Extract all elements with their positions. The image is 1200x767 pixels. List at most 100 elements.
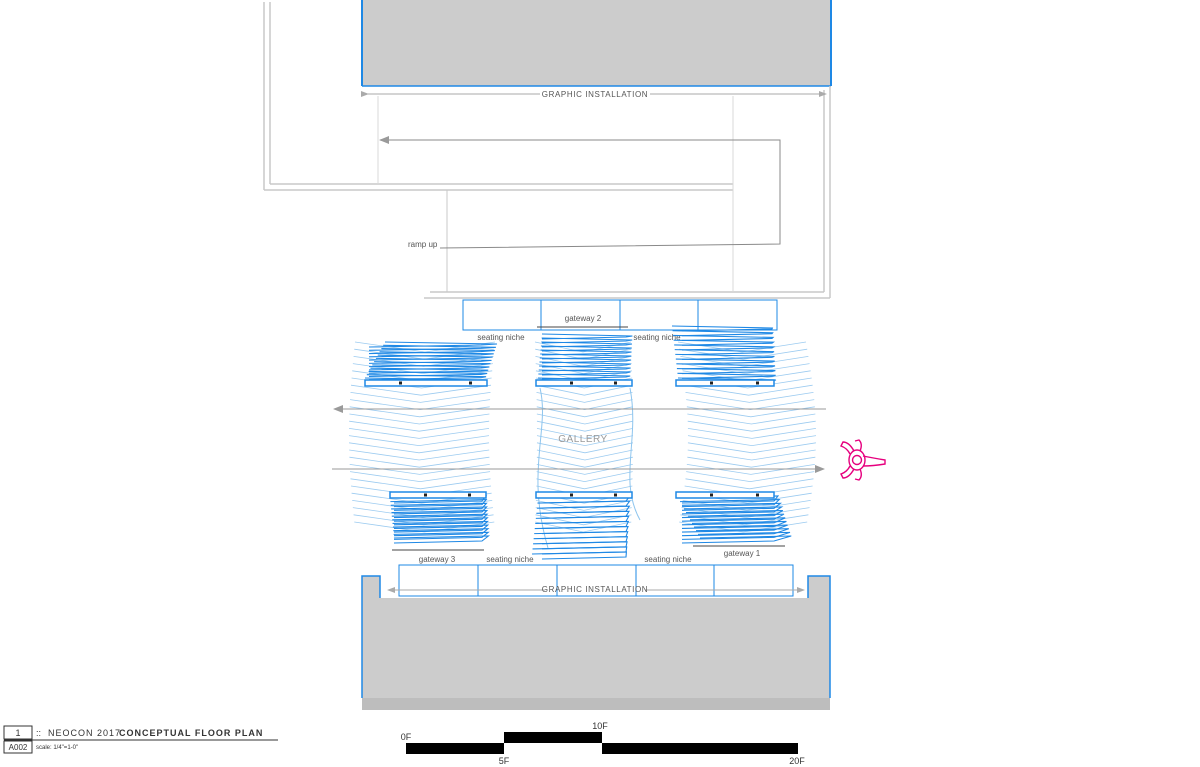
sculpture-bottom-right <box>677 495 792 544</box>
bench-marker <box>614 381 617 385</box>
sculpture-slab <box>392 520 489 530</box>
chevron-line <box>536 392 633 403</box>
drawing-number: 1 <box>15 728 20 738</box>
sculpture-slab <box>677 372 776 379</box>
sculpture-slab <box>390 502 488 511</box>
chevron-line <box>536 413 633 425</box>
title-separator: :: <box>36 728 41 738</box>
bench <box>535 491 633 499</box>
sculpture-slab <box>676 367 776 375</box>
chevron-line <box>536 449 634 461</box>
bench-top <box>535 491 633 499</box>
sculpture-slab <box>681 520 787 530</box>
sculpture-slab <box>681 513 785 522</box>
seating-sculptures <box>364 325 792 560</box>
chevron-line <box>687 456 816 468</box>
bottom-wall-block <box>361 575 831 710</box>
gateway-3-label: gateway 3 <box>419 555 456 564</box>
chevron-line <box>536 464 633 475</box>
sculpture-slab <box>393 528 490 537</box>
scale-note: scale: 1/4"=1-0" <box>36 745 78 751</box>
sculpture-slab <box>390 499 488 508</box>
chevron-line <box>680 514 809 526</box>
sculpture-slab <box>675 353 775 360</box>
scale-label-5: 5F <box>499 756 510 766</box>
chevron-line <box>536 428 634 439</box>
graphic-installation-bottom: GRAPHIC INSTALLATION <box>387 585 805 594</box>
person-top-view-icon <box>840 439 886 481</box>
gateway-2-label: gateway 2 <box>565 314 602 323</box>
seating-niche-bl-label: seating niche <box>486 555 534 564</box>
ramp-up-label: ramp up <box>408 240 438 249</box>
chevron-line <box>349 456 490 468</box>
bench-top <box>535 379 633 387</box>
sculpture-slab <box>393 531 490 540</box>
chevron-line <box>536 420 634 432</box>
project-name: NEOCON 2017 <box>48 728 121 738</box>
chevron-line <box>536 384 633 396</box>
chevron-line <box>349 464 490 475</box>
chevron-line <box>349 420 490 432</box>
sculpture-bottom-center <box>531 495 632 560</box>
bench-marker <box>570 493 573 497</box>
chevron-line <box>685 478 814 490</box>
bench <box>364 379 488 387</box>
sculpture-slab <box>681 528 789 537</box>
sculpture-slab <box>681 517 786 526</box>
chevron-line <box>682 500 811 511</box>
chevron-line <box>348 435 490 447</box>
chevron-line <box>350 399 491 411</box>
sculpture-slab <box>541 341 633 348</box>
sculpture-slab <box>538 373 631 380</box>
chevron-line <box>684 384 813 396</box>
sculpture-slab <box>391 506 488 515</box>
seating-niche-tl-label: seating niche <box>477 333 525 342</box>
chevron-line <box>687 413 816 425</box>
chevron-line <box>348 428 490 439</box>
top-wall-block <box>361 0 832 87</box>
graphic-installation-top-label: GRAPHIC INSTALLATION <box>542 90 648 99</box>
sculpture-slab <box>673 339 776 346</box>
sculpture-slab <box>368 341 498 348</box>
chevron-line <box>687 420 816 432</box>
sculpture-slab <box>671 325 774 332</box>
top-niche-frame <box>462 299 778 331</box>
ribbon-edge <box>537 387 549 549</box>
chevron-line <box>349 406 490 418</box>
bench-marker <box>468 493 471 497</box>
chevron-line <box>686 464 815 475</box>
bench <box>389 491 487 499</box>
graphic-installation-top: GRAPHIC INSTALLATION <box>361 90 827 99</box>
bench-marker <box>399 381 402 385</box>
graphic-installation-bottom-label: GRAPHIC INSTALLATION <box>542 585 648 594</box>
gallery-label: GALLERY <box>558 434 607 445</box>
sculpture-slab <box>676 363 776 370</box>
chevron-line <box>536 456 633 468</box>
chevron-line <box>687 428 816 439</box>
sculpture-slab <box>393 535 491 544</box>
bench <box>675 491 775 499</box>
sculpture-slab <box>540 349 632 356</box>
scale-label-20: 20F <box>789 756 805 766</box>
sculpture-slab <box>681 524 788 533</box>
bench-top <box>675 379 775 387</box>
ribbon-edge <box>629 387 641 521</box>
sculpture-top-center <box>537 333 633 384</box>
sculpture-slab <box>681 506 784 515</box>
bench-marker <box>570 381 573 385</box>
chevron-line <box>686 399 815 411</box>
chevron-line <box>535 500 633 511</box>
chevron-line <box>687 442 816 454</box>
sculpture-slab <box>674 344 776 351</box>
sculpture-slab <box>391 509 489 519</box>
bench-top <box>364 379 488 387</box>
chevron-line <box>536 478 633 490</box>
sculpture-slab <box>531 551 627 560</box>
sculpture-slab <box>672 330 774 337</box>
sculpture-slab <box>392 524 490 533</box>
chevron-line <box>686 406 815 418</box>
chevron-line <box>349 449 490 461</box>
bench-top <box>675 491 775 499</box>
sculpture-slab <box>674 349 775 356</box>
